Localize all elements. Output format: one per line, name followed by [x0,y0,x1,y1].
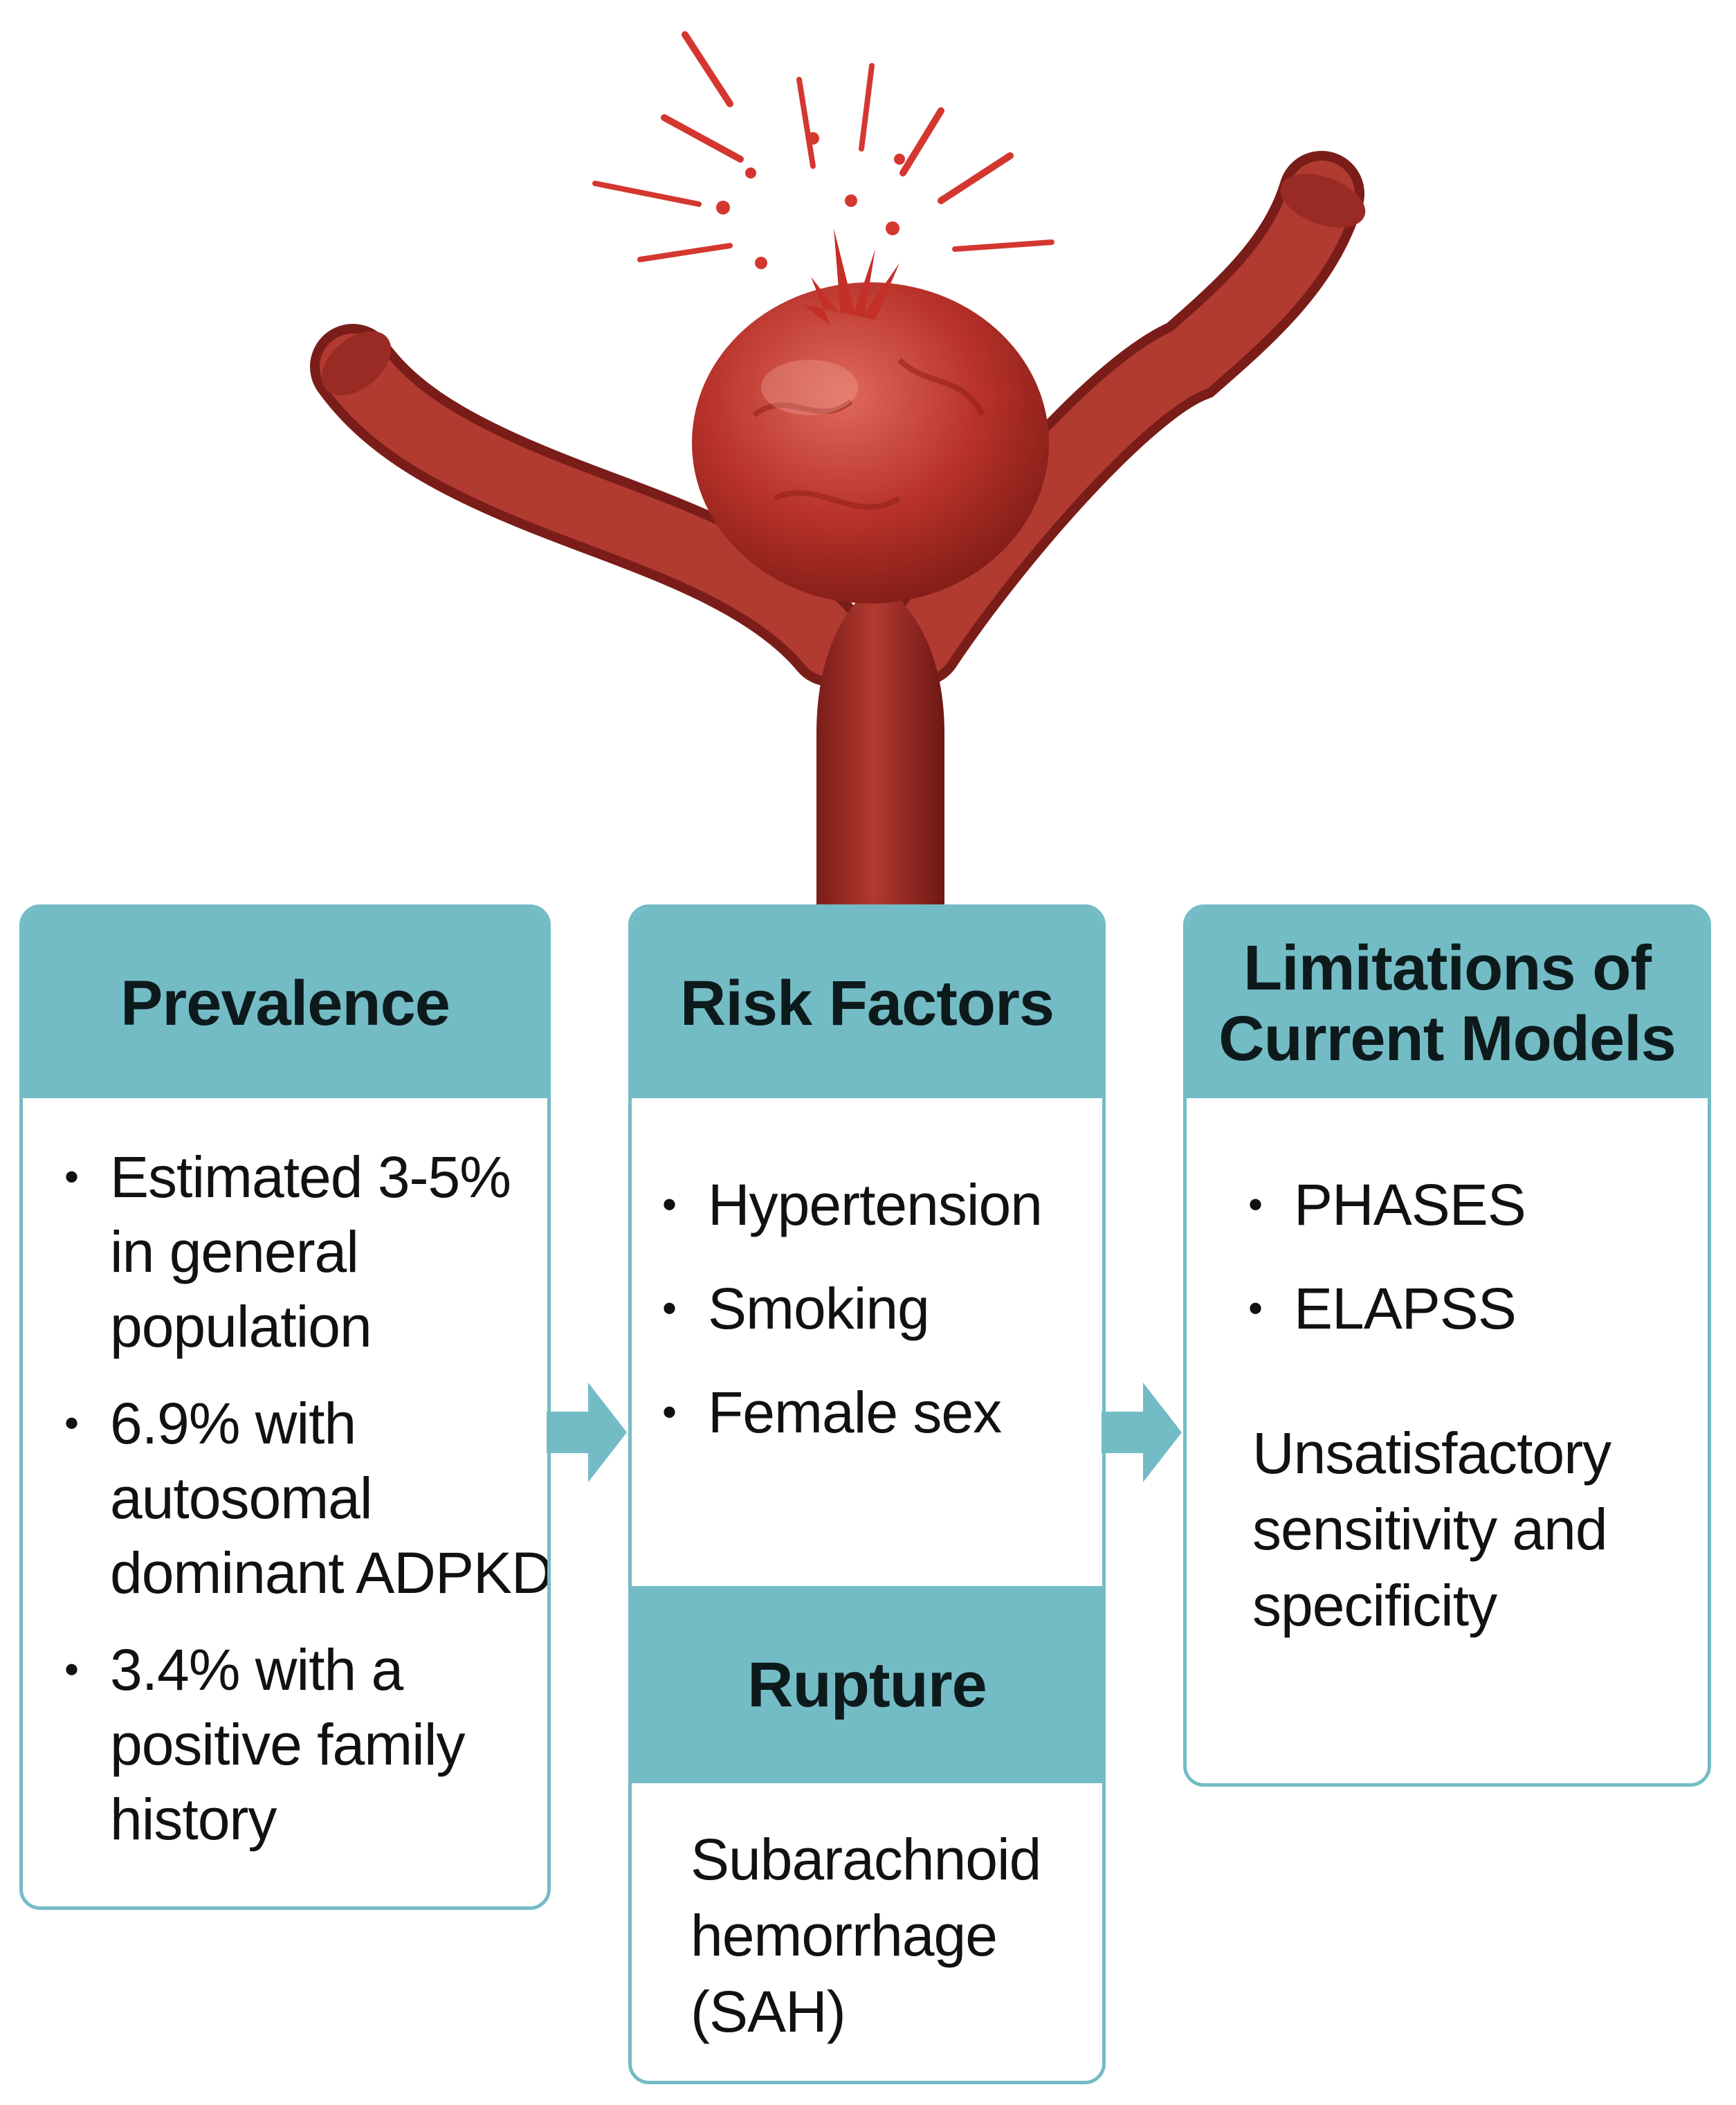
rupture-body: Subarachnoid hemorrhage (SAH) [632,1783,1102,2081]
limitation-model-elapss: ELAPSS [1248,1271,1694,1346]
risk-factors-body: Hypertension Smoking Female sex [632,1098,1102,1655]
prevalence-item-adpkd: 6.9% with autosomal dominant ADPKD [64,1386,547,1610]
prevalence-title: Prevalence [120,967,450,1039]
right-branch-opening [1280,174,1366,228]
left-branch-opening [321,331,392,396]
risk-factor-smoking: Smoking [662,1271,1088,1346]
limitations-body: PHASES ELAPSS Unsatisfactory sensitivity… [1187,1098,1708,1783]
prevalence-body: Estimated 3-5% in general population 6.9… [23,1098,547,1906]
limitations-panel: Limitations of Current Models PHASES ELA… [1183,904,1711,1787]
limitations-note: Unsatisfactory sensitivity and specifici… [1252,1421,1611,1638]
artery-trunk [816,581,944,913]
risk-factors-list: Hypertension Smoking Female sex [662,1167,1088,1450]
prevalence-list: Estimated 3-5% in general population 6.9… [64,1140,547,1857]
risk-factors-header: Risk Factors [632,908,1102,1098]
aneurysm-illustration [310,31,1366,913]
arrow-right-icon [547,1383,627,1482]
aneurysm-sac [692,282,1049,603]
prevalence-panel: Prevalence Estimated 3-5% in general pop… [19,904,551,1910]
prevalence-item-general: Estimated 3-5% in general population [64,1140,533,1364]
rupture-description: Subarachnoid hemorrhage (SAH) [691,1827,1041,2044]
limitations-list: PHASES ELAPSS [1248,1167,1694,1346]
limitations-title: Limitations of Current Models [1218,932,1676,1074]
risk-factor-female-sex: Female sex [662,1375,1088,1450]
arrow-right-icon [1102,1383,1182,1482]
limitation-model-phases: PHASES [1248,1167,1694,1242]
rupture-title: Rupture [747,1649,987,1720]
prevalence-header: Prevalence [23,908,547,1098]
rupture-spray [592,31,1054,325]
limitations-header: Limitations of Current Models [1187,908,1708,1098]
risk-factors-panel: Risk Factors Hypertension Smoking Female… [628,904,1106,2084]
prevalence-item-family-history: 3.4% with a positive family history [64,1632,533,1857]
rupture-header: Rupture [632,1586,1102,1783]
risk-factors-title: Risk Factors [679,967,1054,1039]
risk-factor-hypertension: Hypertension [662,1167,1088,1242]
